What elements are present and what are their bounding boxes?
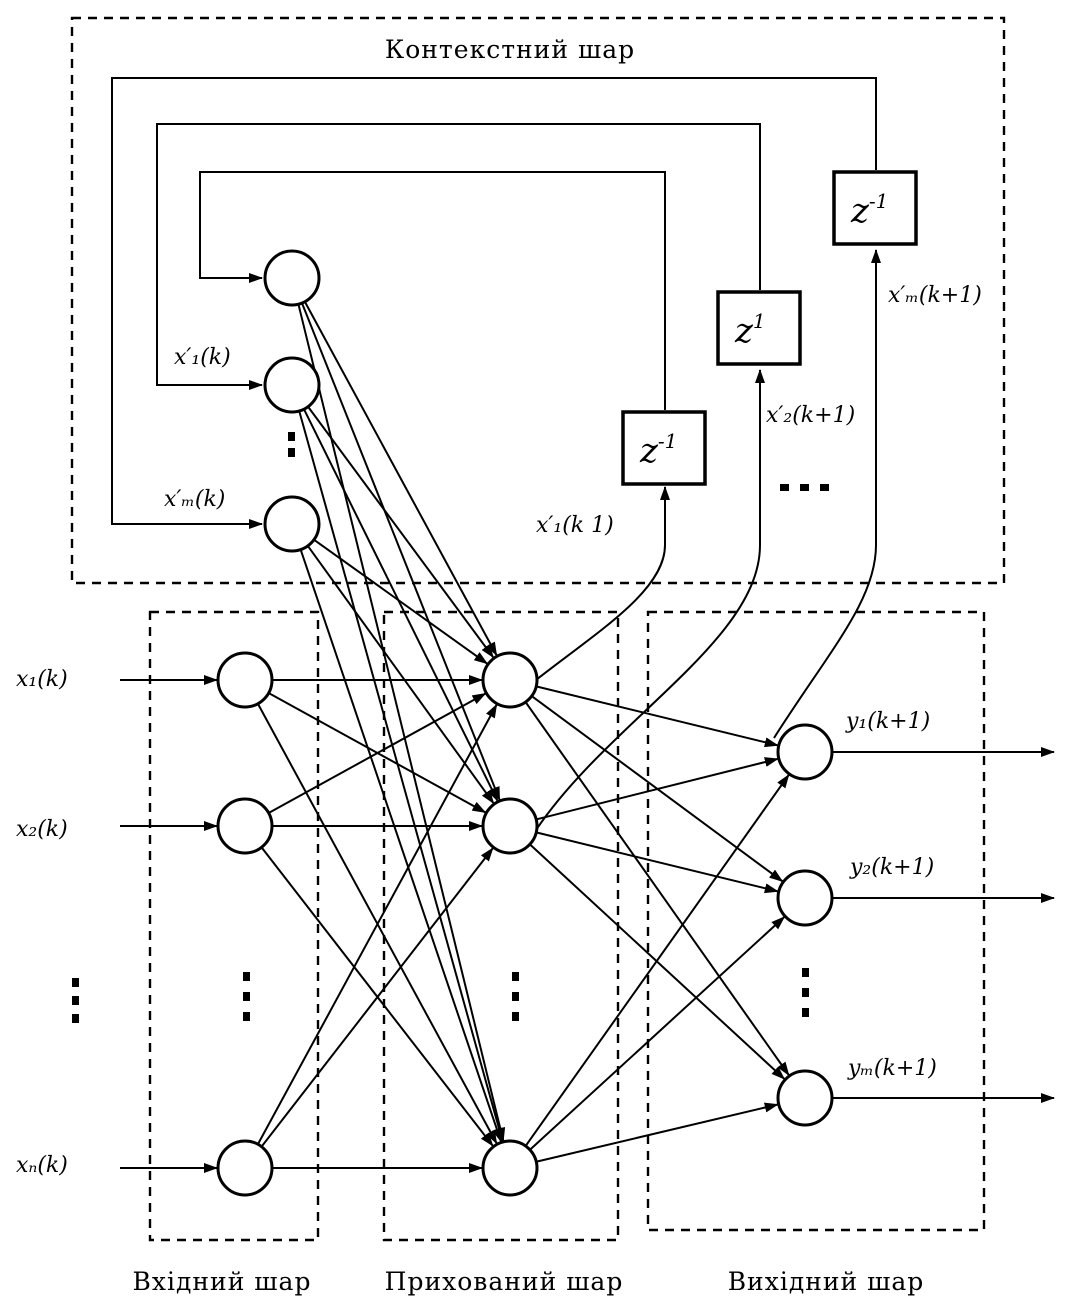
delay-block-1: z-1 (621, 410, 707, 486)
hidden-to-output-connection (529, 844, 786, 1080)
output-neuron (776, 1069, 834, 1127)
hidden-neuron (481, 1139, 539, 1197)
context-layer-title: Контекстний шар (385, 35, 635, 64)
hidden-to-output-connection (537, 1102, 779, 1163)
feedback-loop-2 (156, 123, 761, 390)
hidden-neurons (481, 651, 539, 1197)
context-neurons (263, 249, 321, 553)
hidden-to-output-connection (536, 757, 779, 821)
delay-block-m: z-1 (832, 170, 918, 246)
hidden-to-output-connection (536, 685, 779, 748)
input-label-1: x₁(k) (16, 667, 68, 692)
feedback-label-m: x′ₘ(k+1) (888, 283, 982, 308)
output-layer-title: Вихідний шар (728, 1267, 925, 1296)
input-neuron (216, 797, 274, 855)
hidden-to-output-connection (525, 774, 790, 1146)
svg-text:z-1: z-1 (639, 429, 677, 471)
context-to-hidden-connection (307, 546, 495, 805)
context-to-hidden-connection (298, 411, 504, 1142)
feedback-label-2: x′₂(k+1) (766, 403, 855, 428)
hidden-neuron (481, 651, 539, 709)
hidden-neuron (481, 797, 539, 855)
output-label-2: y₂(k+1) (849, 855, 934, 880)
ellipsis-dots (72, 432, 829, 1023)
context-layer-frame (70, 16, 1006, 585)
context-neuron (263, 356, 321, 414)
context-to-hidden-connection (304, 302, 498, 657)
svg-text:z1: z1 (734, 309, 766, 351)
feedback-loop-m (111, 77, 877, 529)
context-to-hidden-connection (307, 406, 495, 659)
input-layer-title: Вхідний шар (133, 1267, 312, 1296)
context-to-hidden-connection (303, 409, 499, 802)
input-neuron (216, 1139, 274, 1197)
connections (120, 302, 1055, 1173)
input-to-hidden-connection (261, 847, 494, 1147)
input-to-hidden-connection (257, 703, 498, 1144)
input-neurons (216, 651, 274, 1197)
input-neuron (216, 651, 274, 709)
context-input-label-1: x′₁(k) (174, 345, 231, 370)
context-to-hidden-connection (297, 304, 506, 1142)
output-layer-frame (646, 610, 986, 1232)
feedback-from-output-m (773, 249, 881, 739)
svg-text:z-1: z-1 (850, 189, 888, 231)
feedback-from-hidden-2 (535, 369, 765, 831)
context-to-hidden-connection (314, 539, 489, 665)
input-label-n: xₙ(k) (16, 1153, 68, 1178)
context-neuron (263, 249, 321, 307)
context-input-label-m: x′ₘ(k) (164, 487, 225, 512)
input-label-2: x₂(k) (16, 817, 68, 842)
input-to-hidden-connection (269, 692, 487, 814)
input-layer-frame (148, 610, 320, 1242)
feedback-from-hidden-1 (535, 486, 670, 681)
context-neuron (263, 495, 321, 553)
hidden-to-output-connection (529, 916, 786, 1150)
context-to-hidden-connection (301, 303, 501, 801)
output-neurons (776, 723, 834, 1127)
hidden-to-output-connection (536, 831, 779, 894)
output-neuron (776, 723, 834, 781)
hidden-to-output-connection (525, 702, 790, 1076)
delay-block-2: z1 (716, 290, 802, 366)
output-label-1: y₁(k+1) (845, 709, 930, 734)
hidden-layer-title: Прихований шар (385, 1267, 624, 1296)
feedback-loop-1 (199, 171, 666, 410)
feedback-label-1: x′₁(k 1) (536, 513, 614, 538)
output-label-m: yₘ(k+1) (847, 1056, 937, 1081)
context-to-hidden-connection (300, 550, 502, 1143)
output-neuron (776, 869, 834, 927)
